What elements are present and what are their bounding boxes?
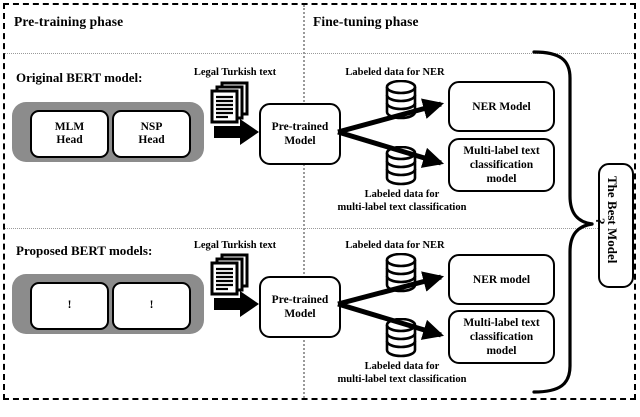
proposed-head-box-2: ! bbox=[112, 282, 191, 330]
database-cylinder-icon bbox=[385, 146, 417, 186]
mlt-data-label-line2: multi-label text classification bbox=[337, 202, 467, 213]
nsp-head-line2: Head bbox=[138, 134, 165, 146]
pretrained-line2: Model bbox=[284, 308, 316, 320]
ner-data-label-proposed: Labeled data for NER bbox=[345, 240, 445, 251]
mlt-data-label-line1: Labeled data for bbox=[364, 361, 440, 372]
nsp-head-line1: NSP bbox=[140, 120, 163, 133]
proposed-head-box-1: ! bbox=[30, 282, 109, 330]
phase-vertical-divider bbox=[303, 5, 305, 398]
mlt-data-label-line1: Labeled data for bbox=[364, 189, 440, 200]
mlm-head-line2: Head bbox=[56, 134, 83, 146]
documents-stack-icon bbox=[210, 81, 249, 124]
mlt-box-line1: Multi-label text bbox=[463, 145, 540, 157]
mlt-box-line3: model bbox=[486, 345, 517, 357]
pretrained-line1: Pre-trained bbox=[271, 121, 329, 133]
best-model-box bbox=[598, 163, 634, 288]
nsp-head-box: NSP Head bbox=[112, 110, 191, 158]
section-title-original-bert: Original BERT model: bbox=[16, 70, 143, 85]
mlt-box-line2: classification bbox=[469, 159, 534, 171]
database-cylinder-icon bbox=[385, 318, 417, 358]
header-horizontal-divider bbox=[5, 53, 634, 54]
mlm-head-line1: MLM bbox=[54, 120, 85, 133]
phase-title-fine-tuning: Fine-tuning phase bbox=[313, 14, 419, 29]
corpus-label-proposed: Legal Turkish text bbox=[193, 240, 277, 251]
pretrained-line1: Pre-trained bbox=[271, 294, 329, 306]
database-cylinder-icon bbox=[385, 80, 417, 120]
ner-model-box-original: NER Model bbox=[448, 81, 555, 132]
multilabel-model-box-proposed: Multi-label text classification model bbox=[448, 310, 555, 364]
mlt-data-label-line2: multi-label text classification bbox=[337, 374, 467, 385]
mlm-head-box: MLM Head bbox=[30, 110, 109, 158]
pretrained-line2: Model bbox=[284, 135, 316, 147]
ner-model-box-proposed: NER model bbox=[448, 254, 555, 305]
mlt-box-line1: Multi-label text bbox=[463, 317, 540, 329]
corpus-label-original: Legal Turkish text bbox=[193, 67, 277, 78]
mlt-box-line2: classification bbox=[469, 331, 534, 343]
pretrained-model-box-proposed: Pre-trained Model bbox=[259, 276, 341, 338]
outer-dashed-frame bbox=[3, 3, 636, 400]
mlt-box-line3: model bbox=[486, 173, 517, 185]
database-cylinder-icon bbox=[385, 253, 417, 293]
mlt-data-label-proposed: Labeled data for multi-label text classi… bbox=[322, 360, 482, 386]
section-title-proposed-bert: Proposed BERT models: bbox=[16, 243, 153, 258]
pretrained-model-box-original: Pre-trained Model bbox=[259, 103, 341, 165]
ner-data-label-original: Labeled data for NER bbox=[345, 67, 445, 78]
multilabel-model-box-original: Multi-label text classification model bbox=[448, 138, 555, 192]
best-model-question-mark: ? bbox=[593, 218, 608, 225]
phase-title-pre-training: Pre-training phase bbox=[14, 14, 124, 29]
mlt-data-label-original: Labeled data for multi-label text classi… bbox=[322, 188, 482, 214]
documents-stack-icon bbox=[210, 253, 249, 296]
row-horizontal-divider bbox=[5, 228, 634, 229]
